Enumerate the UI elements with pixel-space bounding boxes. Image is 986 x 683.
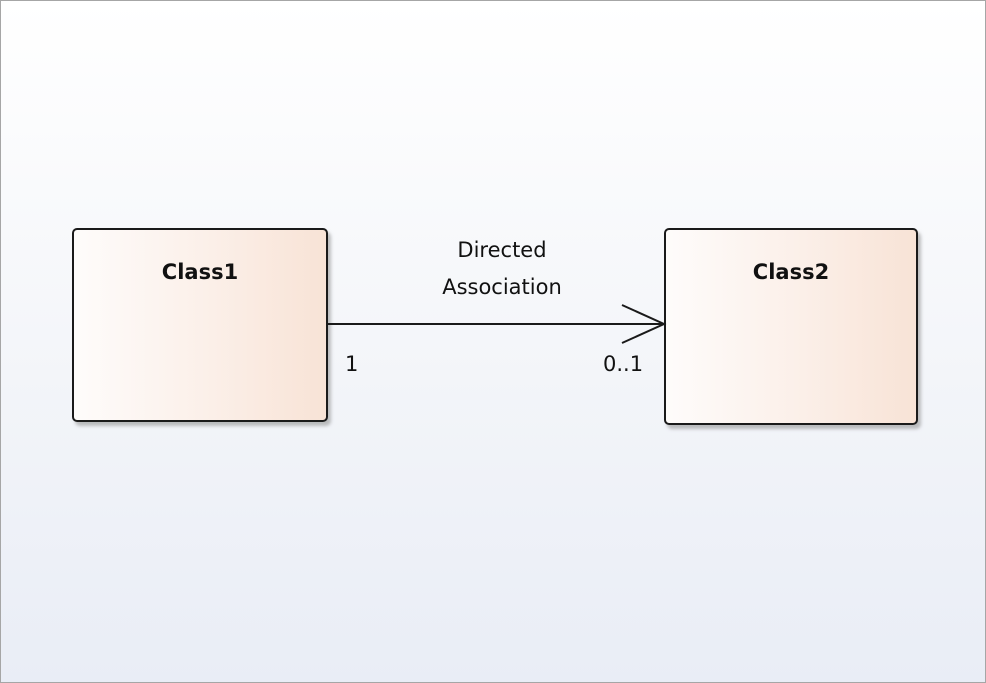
class-name-label: Class2 bbox=[752, 260, 830, 284]
class-name-label: Class1 bbox=[161, 260, 239, 284]
association-name-line2: Association bbox=[442, 275, 562, 299]
class-node-class2[interactable]: Class2 bbox=[664, 228, 918, 425]
class-node-class1[interactable]: Class1 bbox=[72, 228, 328, 422]
association-name-label[interactable]: Directed Association bbox=[402, 232, 602, 306]
open-arrowhead-icon bbox=[621, 304, 667, 344]
target-multiplicity-label[interactable]: 0..1 bbox=[603, 352, 644, 376]
source-multiplicity-label[interactable]: 1 bbox=[345, 352, 359, 376]
association-name-line1: Directed bbox=[457, 238, 547, 262]
